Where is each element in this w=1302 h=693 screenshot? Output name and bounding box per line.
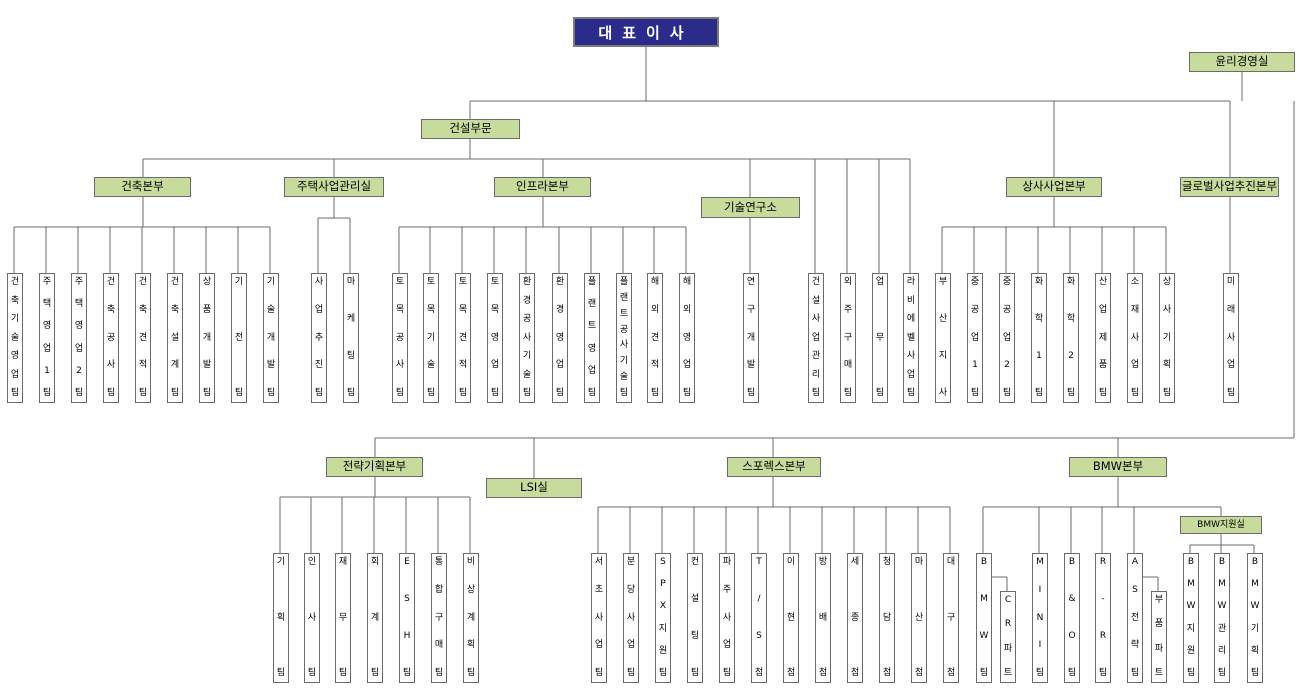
bmw-support-office-box: BMW지원실 bbox=[1180, 516, 1262, 534]
trading-hq-box: 상사사업본부 bbox=[1006, 177, 1102, 197]
architecture-hq-box: 건축본부 bbox=[94, 177, 191, 197]
ethics-office-box: 윤리경영실 bbox=[1189, 52, 1295, 72]
lsi-office-box: LSI실 bbox=[486, 478, 582, 498]
ceo-box: 대표이사 bbox=[573, 17, 719, 47]
strategy-hq-box: 전략기획본부 bbox=[326, 457, 423, 477]
global-hq-box: 글로벌사업추진본부 bbox=[1180, 177, 1279, 197]
construction-division-box: 건설부문 bbox=[421, 119, 520, 139]
housing-office-box: 주택사업관리실 bbox=[284, 177, 384, 197]
bmw-hq-box: BMW본부 bbox=[1069, 457, 1167, 477]
infra-hq-box: 인프라본부 bbox=[494, 177, 591, 197]
rnd-institute-box: 기술연구소 bbox=[701, 197, 800, 218]
sporex-hq-box: 스포렉스본부 bbox=[727, 457, 821, 477]
